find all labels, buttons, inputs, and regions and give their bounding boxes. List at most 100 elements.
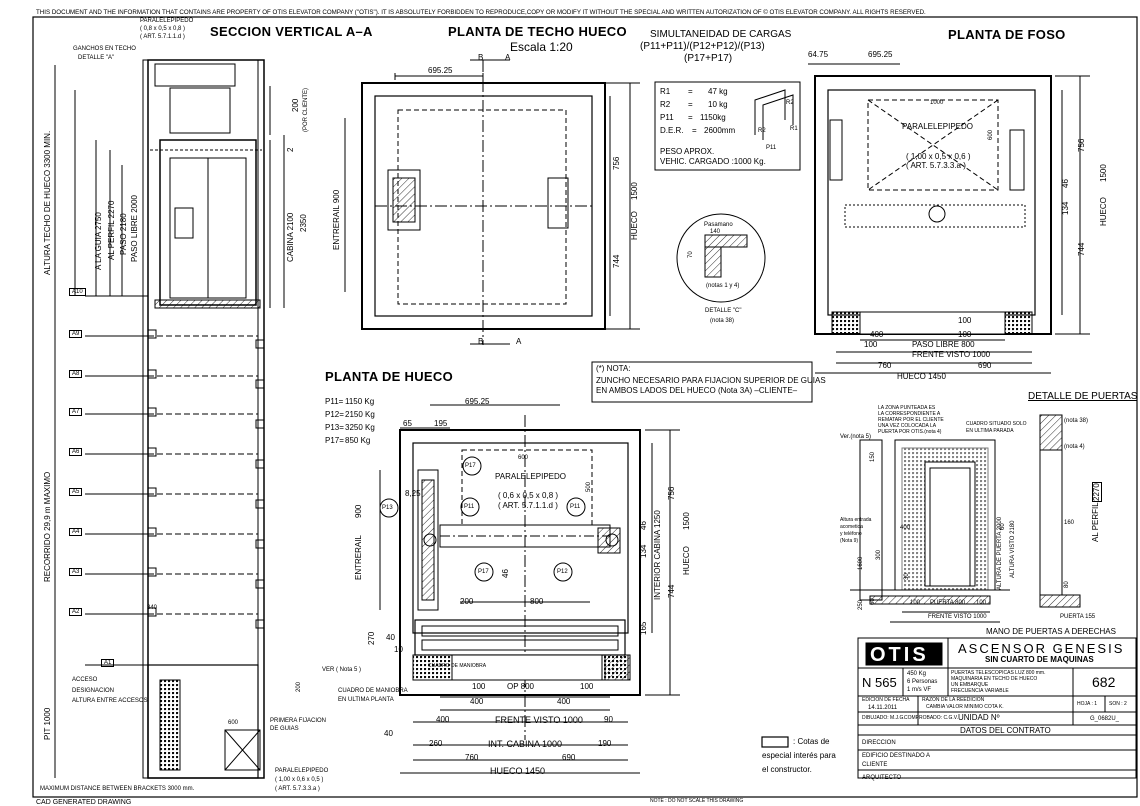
puertas-2270: 2270 — [1092, 482, 1102, 502]
legend-line1: : Cotas de — [793, 737, 830, 746]
puertas-160: 160 — [1064, 520, 1075, 526]
hueco-46b: 46 — [501, 569, 510, 578]
section-par-top-art: ( ART. 5.7.1.1.d ) — [140, 34, 185, 40]
puertas-250: 250 — [858, 599, 864, 610]
hueco-690: 690 — [562, 753, 576, 762]
foso-hueco: HUECO — [1099, 197, 1108, 226]
level-a6: A6 — [69, 448, 83, 456]
cargas-r2-val: 10 kg — [708, 100, 728, 109]
puertas-80: 80 — [1064, 581, 1070, 588]
techo-a-bottom: A — [516, 337, 522, 346]
section-par-top-dims: ( 0,8 x 0,5 x 0,8 ) — [140, 26, 186, 32]
foso-100a: 100 — [958, 316, 972, 325]
cargas-r1-key: R1 — [660, 87, 671, 96]
foso-100c: 100 — [864, 340, 878, 349]
copyright-notice: THIS DOCUMENT AND THE INFORMATION THAT C… — [36, 9, 926, 16]
hueco-260: 260 — [429, 739, 443, 748]
techo-b-top: B — [478, 53, 484, 62]
foso-600: 600 — [988, 129, 994, 140]
foso-hueco-1450: HUECO 1450 — [897, 372, 946, 381]
detc-pasamano: Pasamano — [704, 222, 733, 228]
hueco-134: 134 — [639, 544, 648, 558]
foso-paralelepipedo: PARALELEPIPEDO — [902, 122, 973, 131]
hueco-90: 90 — [604, 715, 613, 724]
ceiling-plan-title: PLANTA DE TECHO HUECO — [448, 24, 627, 39]
hueco-hueco: HUECO — [682, 546, 691, 575]
load-box-geometry — [654, 81, 801, 171]
puertas-altura4: (Nota 9) — [840, 538, 859, 544]
tb-dibujado: DIBUJADO: M.J.G. — [862, 715, 905, 721]
cargas-line2: (P11+P11)/(P12+P12)/(P13) — [640, 41, 765, 52]
hueco-900: 900 — [354, 504, 363, 518]
shaft-plan-geometry — [379, 404, 680, 774]
foso-744: 744 — [1077, 242, 1086, 256]
door-detail-title: DETALLE DE PUERTAS — [1028, 391, 1138, 402]
hueco-40b: 40 — [384, 729, 393, 738]
nota-title: (*) NOTA: — [596, 364, 631, 373]
level-a2: A2 — [69, 608, 83, 616]
puertas-cuadro1: CUADRO SITUADO SOLO — [966, 421, 1027, 427]
puertas-100: 100 — [910, 600, 921, 606]
footer-cad: CAD GENERATED DRAWING — [36, 799, 132, 806]
tb-hoja: HOJA : 1 — [1077, 701, 1098, 707]
footer-max-distance: MAXIMUM DISTANCE BETWEEN BRACKETS 3000 m… — [40, 786, 195, 792]
par-bottom: PARALELEPIPEDO — [275, 768, 329, 774]
techo-744: 744 — [612, 254, 621, 268]
foso-6475: 64.75 — [808, 50, 829, 59]
foso-art: ( ART. 5.7.3.3.a ) — [906, 161, 966, 170]
level-a7: A7 — [69, 408, 83, 416]
hueco-frente: FRENTE VISTO 1000 — [495, 715, 583, 725]
puertas-zona1: LA ZONA PUNTEADA ES — [878, 405, 936, 411]
nota-line2: EN AMBOS LADOS DEL HUECO (Nota 3A) –CLIE… — [596, 386, 798, 395]
primera-fijacion: PRIMERA FIJACION — [270, 718, 327, 724]
hueco-cuadro: CUADRO DE MANIOBRA — [338, 688, 408, 694]
puertas-1600: 1600 — [858, 556, 864, 570]
tb-cliente: CLIENTE — [862, 762, 888, 768]
level-a5: A5 — [69, 488, 83, 496]
paso-2180: PASO 2180 — [119, 213, 128, 255]
tb-spec3: 1 m/s VF — [907, 687, 932, 693]
puertas-altura2: acometida — [840, 524, 864, 530]
techo-b-bottom: B — [478, 337, 484, 346]
peso-aprox: PESO APROX. — [660, 147, 715, 156]
hueco-400b: 400 — [557, 697, 571, 706]
puertas-zona4: UNA VEZ COLOCADA LA — [878, 423, 937, 429]
puertas-altura3: y teléfono — [840, 531, 862, 537]
diag-r2: R2 — [786, 100, 794, 106]
tb-edicion-date: 14.11.2011 — [868, 705, 898, 711]
recorrido: RECORRIDO 29,9 m MAXIMO — [43, 471, 52, 582]
tb-unidad: UNIDAD Nº — [958, 713, 1000, 722]
foso-760: 760 — [878, 361, 892, 370]
cabina-dim: CABINA 2100 — [286, 212, 295, 262]
detc-140: 140 — [710, 229, 721, 235]
tb-file: G_0682U_ — [1090, 716, 1120, 722]
puertas-frente: FRENTE VISTO 1000 — [928, 614, 987, 620]
tb-son: SON : 2 — [1109, 701, 1127, 707]
hueco-int-cabina: INT. CABINA 1000 — [488, 739, 563, 749]
foso-100b: 100 — [958, 330, 972, 339]
puertas-puerta800: PUERTA 800 — [930, 600, 966, 606]
ceiling-plan-scale: Escala 1:20 — [510, 40, 573, 54]
tb-edificio: EDIFICIO DESTINADO A — [862, 753, 931, 759]
tb-comprobado: COMPROBADO: C.G.V. — [904, 715, 958, 721]
dim-200b: 200 — [296, 681, 302, 692]
pit-dim: PIT 1000 — [43, 707, 52, 740]
dim-200: 200 — [291, 98, 300, 112]
hueco-ver: VER ( Nota 5 ) — [322, 667, 362, 673]
ref-p11a: P11 — [464, 504, 475, 510]
hueco-760: 760 — [465, 753, 479, 762]
puertas-alt-puerta: ALTURA DE PUERTA 2000 — [997, 516, 1003, 590]
load-p17-key: P17= — [325, 436, 344, 445]
techo-dim-695: 695.25 — [428, 66, 453, 75]
hueco-entrerail: ENTRERAIL — [354, 535, 363, 580]
cargas-p11-val: 1150kg — [700, 113, 726, 122]
load-p17-val: 850 Kg — [345, 436, 371, 445]
par-bottom-dims: ( 1,00 x 0,6 x 0,5 ) — [275, 777, 324, 783]
techo-hueco: HUECO — [630, 211, 639, 240]
hueco-165: 165 — [639, 621, 648, 635]
tb-subtitle: SIN CUARTO DE MAQUINAS — [985, 655, 1094, 664]
cargas-p11-eq: = — [688, 113, 693, 122]
diag-p11: P11 — [766, 145, 777, 151]
level-a1: A1 — [101, 659, 115, 667]
